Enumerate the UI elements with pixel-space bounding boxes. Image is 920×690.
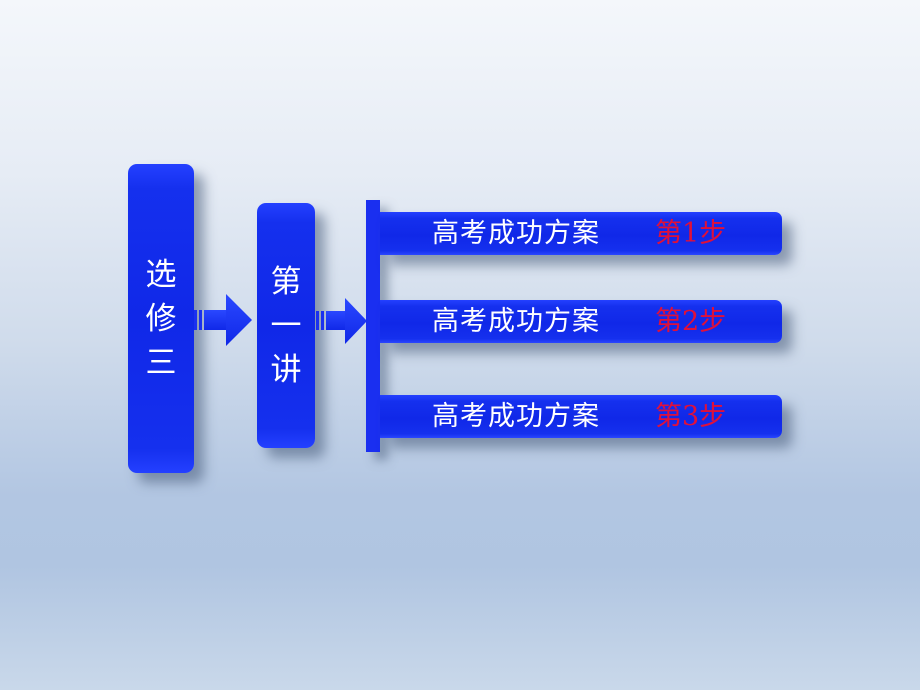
- lecture-char: 一: [270, 307, 302, 344]
- module-char: 选: [145, 256, 177, 293]
- step-1-label: 高考成功方案: [432, 218, 600, 249]
- lecture-char: 讲: [270, 351, 302, 388]
- module-box[interactable]: 选 修 三: [128, 164, 194, 473]
- module-label: 选 修 三: [146, 253, 177, 385]
- right-arrow-icon: [194, 294, 252, 346]
- module-char: 三: [145, 344, 177, 381]
- lecture-char: 第: [270, 263, 302, 300]
- module-char: 修: [145, 300, 177, 337]
- step-2-number: 第2步: [655, 306, 727, 337]
- bracket-bar: [366, 200, 380, 452]
- step-2-bar[interactable]: 高考成功方案 第2步: [380, 300, 782, 343]
- step-3-number: 第3步: [655, 401, 727, 432]
- lecture-label: 第 一 讲: [271, 260, 302, 392]
- step-3-label: 高考成功方案: [432, 401, 600, 432]
- lecture-box[interactable]: 第 一 讲: [257, 203, 315, 448]
- step-1-number: 第1步: [655, 218, 727, 249]
- step-1-bar[interactable]: 高考成功方案 第1步: [380, 212, 782, 255]
- step-2-label: 高考成功方案: [432, 306, 600, 337]
- step-3-bar[interactable]: 高考成功方案 第3步: [380, 395, 782, 438]
- right-arrow-icon: [316, 298, 367, 344]
